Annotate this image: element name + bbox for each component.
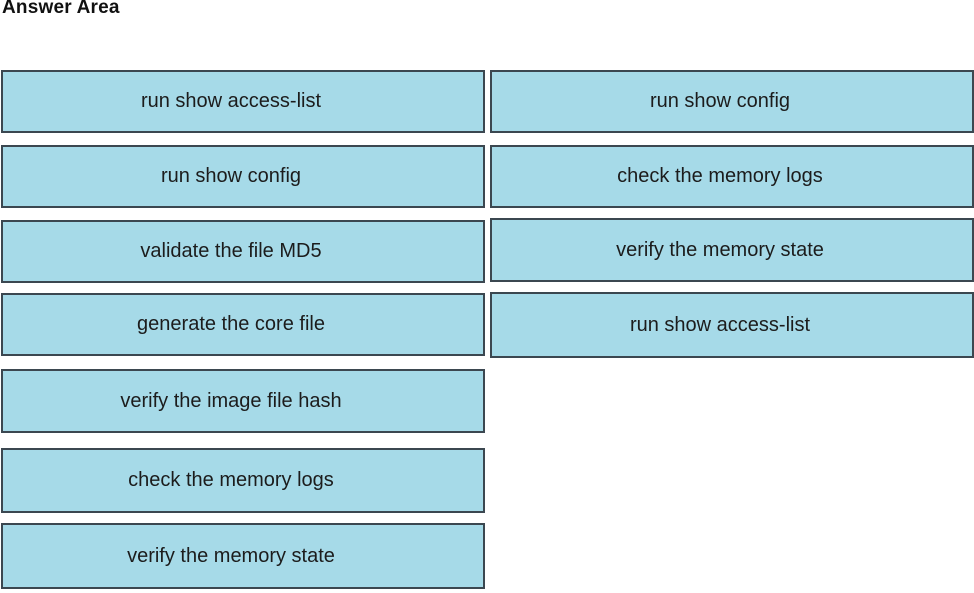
option-label: run show config [160,165,302,187]
option-label: run show access-list [629,313,811,336]
option-label: run show config [649,90,791,112]
option-label: verify the image file hash [120,389,342,412]
option-label: check the memory logs [128,469,334,491]
option-label: validate the file MD5 [140,240,322,262]
option-box-left-1[interactable]: run show access-list [1,70,485,133]
option-box-right-3[interactable]: verify the memory state [490,218,974,282]
option-label: check the memory logs [617,165,823,187]
option-box-right-1[interactable]: run show config [490,70,974,133]
option-label: generate the core file [137,313,325,335]
option-box-left-2[interactable]: run show config [1,145,485,208]
option-box-right-2[interactable]: check the memory logs [490,145,974,208]
option-box-left-4[interactable]: generate the core file [1,293,485,356]
option-box-right-4[interactable]: run show access-list [490,292,974,358]
option-label: verify the memory state [616,238,824,261]
page-title: Answer Area [2,0,120,18]
option-label: run show access-list [140,90,322,112]
option-label: verify the memory state [127,544,335,567]
option-box-left-6[interactable]: check the memory logs [1,448,485,513]
option-box-left-5[interactable]: verify the image file hash [1,369,485,433]
option-box-left-3[interactable]: validate the file MD5 [1,220,485,283]
option-box-left-7[interactable]: verify the memory state [1,523,485,589]
